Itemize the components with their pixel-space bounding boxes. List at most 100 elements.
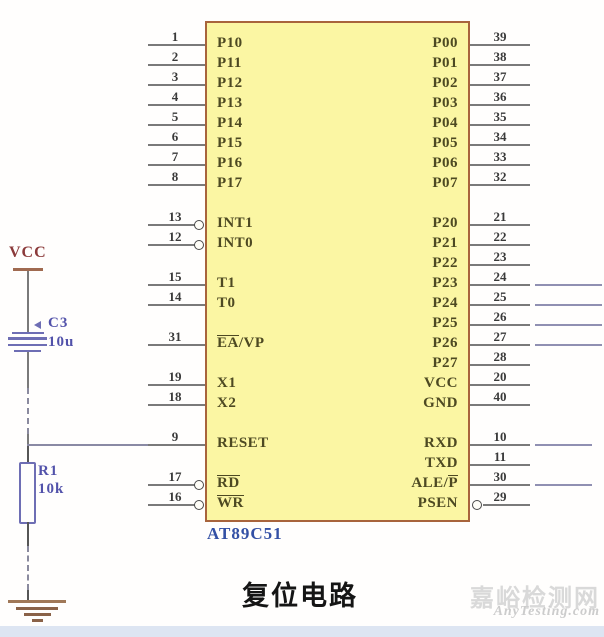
diagram-title: 复位电路 bbox=[242, 581, 358, 611]
pin-number-P06: 33 bbox=[493, 149, 507, 164]
pin-line-P03 bbox=[470, 104, 530, 106]
pin-label-part: P24 bbox=[432, 295, 458, 311]
ground-icon bbox=[24, 613, 51, 616]
wire-to-ground bbox=[27, 590, 29, 601]
pin-line-P21 bbox=[470, 244, 530, 246]
pin-number-P07: 32 bbox=[493, 169, 507, 184]
pin-line-RESET bbox=[148, 444, 205, 446]
pin-label-P24: P24 bbox=[336, 294, 458, 312]
pin-label-part: P27 bbox=[432, 355, 458, 371]
resistor-ref-label: R1 bbox=[38, 463, 59, 479]
pin-line-T0 bbox=[148, 304, 205, 306]
pin-line-X2 bbox=[148, 404, 205, 406]
pin-label-part: P07 bbox=[432, 175, 458, 191]
pin-number-P15: 6 bbox=[171, 129, 179, 144]
pin-label-part: X1 bbox=[217, 375, 237, 391]
pin-line-P01 bbox=[470, 64, 530, 66]
pin-number-EA/VP: 31 bbox=[168, 329, 182, 344]
pin-label-WR: WR bbox=[217, 494, 327, 512]
pin-label-P20: P20 bbox=[336, 214, 458, 232]
pin-line-VCC bbox=[470, 384, 530, 386]
pin-label-part: P03 bbox=[432, 95, 458, 111]
pin-line-RXD bbox=[470, 444, 530, 446]
wire-junction-to-resistor bbox=[27, 445, 29, 463]
pin-label-part: P17 bbox=[217, 175, 243, 191]
pin-label-P21: P21 bbox=[336, 234, 458, 252]
pin-label-P06: P06 bbox=[336, 154, 458, 172]
pin-label-part: P16 bbox=[217, 155, 243, 171]
pin-label-P23: P23 bbox=[336, 274, 458, 292]
pin-label-T0: T0 bbox=[217, 294, 327, 312]
wire-dashed-segment bbox=[27, 388, 29, 434]
pin-number-P26: 27 bbox=[493, 329, 507, 344]
pin-line-INT1 bbox=[148, 224, 195, 226]
pin-number-P22: 23 bbox=[493, 249, 507, 264]
pin-label-X2: X2 bbox=[217, 394, 327, 412]
pin-number-WR: 16 bbox=[168, 489, 182, 504]
pin-line-WR bbox=[148, 504, 195, 506]
pin-label-part: P05 bbox=[432, 135, 458, 151]
pin-number-RESET: 9 bbox=[171, 429, 179, 444]
pin-label-P12: P12 bbox=[217, 74, 327, 92]
pin-label-part: INT1 bbox=[217, 215, 254, 231]
pin-line-P26 bbox=[470, 344, 530, 346]
pin-number-P21: 22 bbox=[493, 229, 507, 244]
capacitor-polarity-arrow-icon bbox=[34, 321, 41, 329]
pin-number-P00: 39 bbox=[493, 29, 507, 44]
pin-line-P20 bbox=[470, 224, 530, 226]
pin-label-part: ALE/ bbox=[411, 475, 449, 491]
pin-label-part: P12 bbox=[217, 75, 243, 91]
wire-cap-down bbox=[27, 352, 29, 388]
pin-line-P13 bbox=[148, 104, 205, 106]
pin-label-P05: P05 bbox=[336, 134, 458, 152]
pin-label-P00: P00 bbox=[336, 34, 458, 52]
pin-label-P22: P22 bbox=[336, 254, 458, 272]
pin-line-P10 bbox=[148, 44, 205, 46]
pin-ext-wire-P26 bbox=[535, 344, 602, 346]
pin-line-P23 bbox=[470, 284, 530, 286]
pin-line-ALE/P bbox=[470, 484, 530, 486]
pin-number-INT0: 12 bbox=[168, 229, 182, 244]
pin-label-part: GND bbox=[423, 395, 458, 411]
pin-line-P17 bbox=[148, 184, 205, 186]
pin-label-part: RESET bbox=[217, 435, 269, 451]
pin-number-P02: 37 bbox=[493, 69, 507, 84]
pin-label-P03: P03 bbox=[336, 94, 458, 112]
pin-label-P11: P11 bbox=[217, 54, 327, 72]
pin-label-part: P23 bbox=[432, 275, 458, 291]
pin-number-P17: 8 bbox=[171, 169, 179, 184]
pin-label-P26: P26 bbox=[336, 334, 458, 352]
pin-number-P25: 26 bbox=[493, 309, 507, 324]
pin-label-part: P26 bbox=[432, 335, 458, 351]
pin-label-RESET: RESET bbox=[217, 434, 327, 452]
pin-label-INT0: INT0 bbox=[217, 234, 327, 252]
ground-icon bbox=[32, 619, 43, 622]
pin-number-RXD: 10 bbox=[493, 429, 507, 444]
pin-ext-wire-RXD bbox=[535, 444, 592, 446]
pin-label-P04: P04 bbox=[336, 114, 458, 132]
pin-label-P16: P16 bbox=[217, 154, 327, 172]
capacitor-plate bbox=[8, 344, 47, 346]
pin-number-P10: 1 bbox=[171, 29, 179, 44]
mcu-chip-body bbox=[205, 21, 470, 522]
pin-label-part: P21 bbox=[432, 235, 458, 251]
vcc-label: VCC bbox=[9, 244, 47, 261]
pin-label-part: X2 bbox=[217, 395, 237, 411]
pin-line-P07 bbox=[470, 184, 530, 186]
pin-label-P15: P15 bbox=[217, 134, 327, 152]
pin-number-X2: 18 bbox=[168, 389, 182, 404]
pin-label-part: P14 bbox=[217, 115, 243, 131]
pin-number-P20: 21 bbox=[493, 209, 507, 224]
pin-label-VCC: VCC bbox=[336, 374, 458, 392]
pin-number-P01: 38 bbox=[493, 49, 507, 64]
pin-label-part: P20 bbox=[432, 215, 458, 231]
pin-line-INT0 bbox=[148, 244, 195, 246]
pin-label-part: P22 bbox=[432, 255, 458, 271]
pin-number-P24: 25 bbox=[493, 289, 507, 304]
pin-line-P24 bbox=[470, 304, 530, 306]
pin-label-part: VCC bbox=[424, 375, 458, 391]
capacitor-ref-label: C3 bbox=[48, 315, 69, 331]
pin-number-PSEN: 29 bbox=[493, 489, 507, 504]
pin-label-P02: P02 bbox=[336, 74, 458, 92]
pin-ext-wire-P23 bbox=[535, 284, 602, 286]
